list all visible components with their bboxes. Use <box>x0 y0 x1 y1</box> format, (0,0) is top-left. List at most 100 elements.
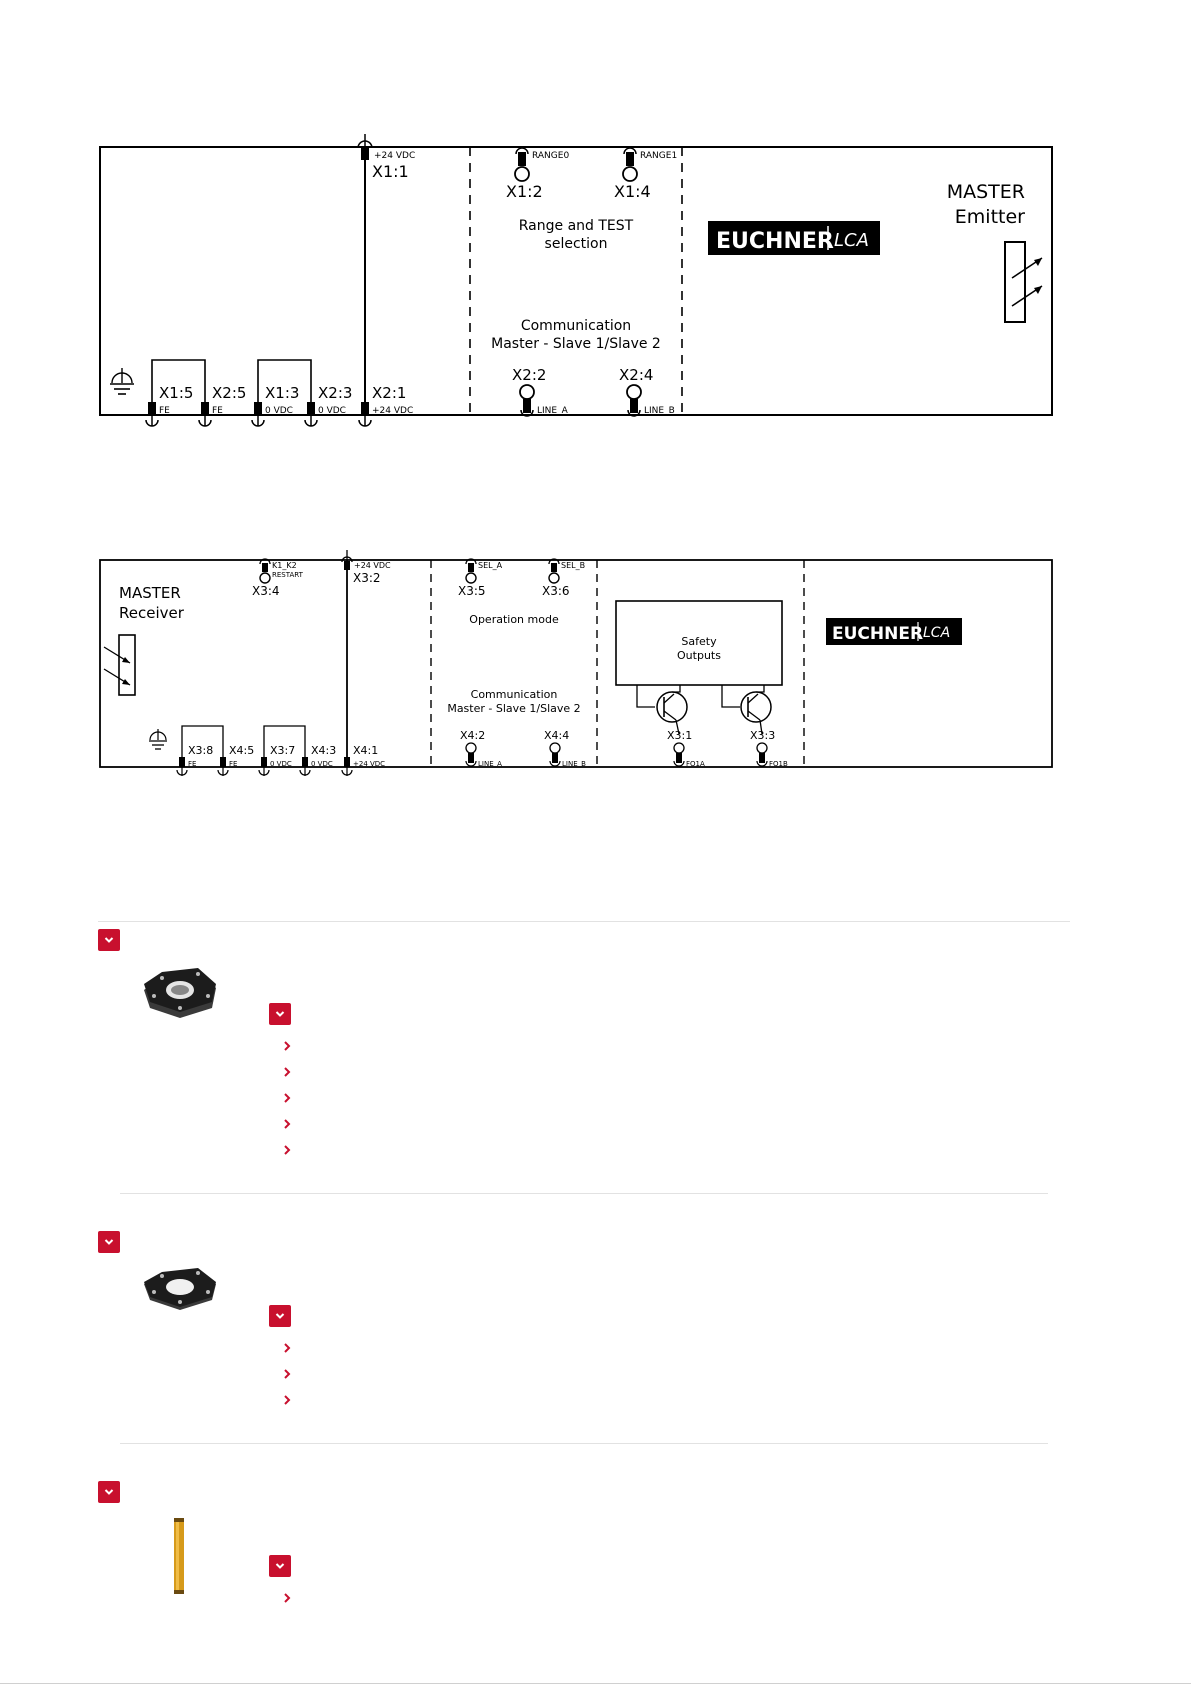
x2-4-signal: LINE_B <box>644 406 675 416</box>
range-test-text-1: Range and TEST <box>519 218 634 234</box>
x2-1-signal: +24 VDC <box>372 406 413 416</box>
x3-4-signal-2: RESTART <box>272 571 304 579</box>
emitter-led-symbol <box>1004 241 1043 323</box>
mounting-plate-thumbnail[interactable] <box>140 1266 220 1316</box>
x3-4-signal-1: K1_K2 <box>272 561 297 570</box>
bracket-image <box>144 968 216 1018</box>
accessory-group-1-subtoggle[interactable] <box>269 1003 291 1025</box>
x1-4-signal: RANGE1 <box>640 151 677 161</box>
chevron-right-icon[interactable] <box>282 1394 292 1406</box>
receiver-title-2: Receiver <box>119 604 185 622</box>
x4-1-signal: +24 VDC <box>353 760 385 768</box>
x3-1-label: X3:1 <box>667 729 692 742</box>
emitter-title-2: Emitter <box>955 206 1025 228</box>
x4-1-label: X4:1 <box>353 744 378 757</box>
x4-3-label: X4:3 <box>311 744 336 757</box>
x4-4-label: X4:4 <box>544 729 569 742</box>
chevron-down-icon <box>104 1239 114 1245</box>
x1-5-label: X1:5 <box>159 384 193 402</box>
chevron-right-icon[interactable] <box>282 1118 292 1130</box>
chevron-right-icon[interactable] <box>282 1144 292 1156</box>
x3-3-label: X3:3 <box>750 729 775 742</box>
section-divider <box>120 1193 1048 1194</box>
receiver-wiring-diagram: +24 VDC X3:2 K1_K2 RESTART X3:4 SEL_A X3… <box>0 540 1191 790</box>
emitter-title-1: MASTER <box>947 181 1025 203</box>
section-divider <box>120 1443 1048 1444</box>
x3-4-label: X3:4 <box>252 584 280 598</box>
x3-7-signal: 0 VDC <box>270 760 292 768</box>
transistor-fo1b-icon <box>721 685 772 735</box>
chevron-right-icon[interactable] <box>282 1592 292 1604</box>
x2-5-label: X2:5 <box>212 384 246 402</box>
accessory-group-3-toggle[interactable] <box>98 1481 120 1503</box>
x2-2-label: X2:2 <box>512 366 546 384</box>
x3-2-signal: +24 VDC <box>354 561 391 570</box>
euchner-lca-logo-2: EUCHNER LCA <box>826 618 962 645</box>
light-curtain-thumbnail[interactable] <box>172 1518 186 1594</box>
x4-2-label: X4:2 <box>460 729 485 742</box>
accessory-group-2-subtoggle[interactable] <box>269 1305 291 1327</box>
safety-outputs-text-1: Safety <box>681 635 717 648</box>
x1-1-signal: +24 VDC <box>374 151 415 161</box>
chevron-down-icon <box>104 937 114 943</box>
accessory-group-1-toggle[interactable] <box>98 929 120 951</box>
x1-1-label: X1:1 <box>372 162 409 181</box>
chevron-right-icon[interactable] <box>282 1092 292 1104</box>
page-bottom-border <box>0 1683 1191 1684</box>
ground-icon <box>110 368 134 395</box>
accessory-group-2-toggle[interactable] <box>98 1231 120 1253</box>
x4-5-label: X4:5 <box>229 744 254 757</box>
x3-8-signal: FE <box>188 760 196 768</box>
chevron-down-icon <box>275 1313 285 1319</box>
chevron-right-icon[interactable] <box>282 1368 292 1380</box>
plate-image <box>144 1268 216 1310</box>
x1-5-signal: FE <box>159 406 170 416</box>
emitter-comm-text-1: Communication <box>521 318 631 334</box>
receiver-photodiode-symbol <box>103 634 136 696</box>
receiver-comm-text-1: Communication <box>471 688 558 701</box>
x4-5-signal: FE <box>229 760 237 768</box>
emitter-wiring-diagram: +24 VDC X1:1 RANGE0 X1:2 RANGE1 X1:4 Ran… <box>0 0 1191 440</box>
x1-3-signal: 0 VDC <box>265 406 293 416</box>
transistor-fo1a-icon <box>636 685 688 735</box>
chevron-down-icon <box>104 1489 114 1495</box>
x2-3-signal: 0 VDC <box>318 406 346 416</box>
range-test-text-2: selection <box>545 236 608 252</box>
x1-3-label: X1:3 <box>265 384 299 402</box>
receiver-title-1: MASTER <box>119 584 181 602</box>
x3-2-label: X3:2 <box>353 571 381 585</box>
svg-text:LCA: LCA <box>834 230 869 251</box>
x3-3-signal: FO1B <box>769 760 788 768</box>
x1-2-signal: RANGE0 <box>532 151 569 161</box>
emitter-diagram-svg: +24 VDC X1:1 RANGE0 X1:2 RANGE1 X1:4 Ran… <box>99 134 1053 427</box>
safety-outputs-text-2: Outputs <box>677 649 721 662</box>
operation-mode-text: Operation mode <box>469 613 559 626</box>
accessory-group-3-subtoggle[interactable] <box>269 1555 291 1577</box>
chevron-right-icon[interactable] <box>282 1040 292 1052</box>
section-divider <box>98 921 1070 922</box>
x3-5-signal: SEL_A <box>478 561 503 570</box>
x3-7-label: X3:7 <box>270 744 295 757</box>
x4-3-signal: 0 VDC <box>311 760 333 768</box>
chevron-right-icon[interactable] <box>282 1066 292 1078</box>
light-curtain-image <box>174 1518 184 1594</box>
svg-text:EUCHNER: EUCHNER <box>832 624 923 644</box>
svg-text:EUCHNER: EUCHNER <box>716 229 834 254</box>
x4-2-signal: LINE_A <box>478 760 502 768</box>
x3-8-label: X3:8 <box>188 744 213 757</box>
chevron-down-icon <box>275 1563 285 1569</box>
x4-4-signal: LINE_B <box>562 760 586 768</box>
emitter-comm-text-2: Master - Slave 1/Slave 2 <box>491 336 661 352</box>
receiver-comm-text-2: Master - Slave 1/Slave 2 <box>447 702 580 715</box>
x2-3-label: X2:3 <box>318 384 352 402</box>
x2-4-label: X2:4 <box>619 366 653 384</box>
x3-6-label: X3:6 <box>542 584 570 598</box>
x1-2-label: X1:2 <box>506 182 543 201</box>
svg-text:LCA: LCA <box>923 625 950 641</box>
ground-icon-2 <box>149 729 167 750</box>
chevron-right-icon[interactable] <box>282 1342 292 1354</box>
mounting-bracket-thumbnail[interactable] <box>140 964 220 1024</box>
receiver-diagram-svg: +24 VDC X3:2 K1_K2 RESTART X3:4 SEL_A X3… <box>99 550 1053 776</box>
x2-5-signal: FE <box>212 406 223 416</box>
chevron-down-icon <box>275 1011 285 1017</box>
